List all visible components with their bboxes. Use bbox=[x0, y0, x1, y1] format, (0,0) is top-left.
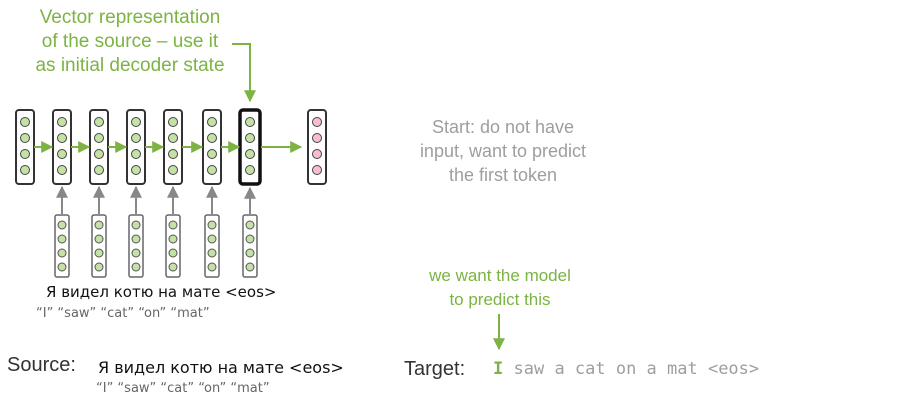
encoder-state-2 bbox=[52, 109, 72, 185]
annotation-line-3: as initial decoder state bbox=[35, 55, 225, 76]
source-gloss: “I” “saw” “cat” “on” “mat” bbox=[96, 381, 270, 396]
diagram-sentence: Я видел котю на мате <eos> bbox=[46, 283, 277, 301]
target-label: Target: bbox=[404, 358, 466, 380]
encoder-state-1 bbox=[15, 109, 35, 185]
start-note-line-3: the first token bbox=[448, 165, 558, 185]
target-sentence: I saw a cat on a mat <eos> bbox=[493, 359, 759, 379]
source-label: Source: bbox=[7, 354, 76, 376]
encoder-state-5 bbox=[163, 109, 183, 185]
target-rest: saw a cat on a mat <eos> bbox=[513, 359, 760, 379]
want-note-line-1: we want the model bbox=[429, 266, 571, 285]
want-note-line-2: to predict this bbox=[449, 290, 551, 309]
input-embedding-4 bbox=[165, 214, 181, 278]
input-embedding-2 bbox=[91, 214, 107, 278]
want-note: we want the model to predict this bbox=[405, 264, 595, 312]
encoder-final-state bbox=[238, 108, 262, 186]
input-embedding-5 bbox=[204, 214, 220, 278]
input-embedding-1 bbox=[54, 214, 70, 278]
start-note-line-2: input, want to predict bbox=[419, 141, 587, 161]
input-embedding-3 bbox=[128, 214, 144, 278]
input-arrows bbox=[56, 185, 256, 214]
start-note: Start: do not have input, want to predic… bbox=[398, 115, 608, 187]
start-note-line-1: Start: do not have bbox=[431, 117, 575, 137]
encoder-state-3 bbox=[89, 109, 109, 185]
decoder-state bbox=[307, 109, 327, 185]
encoder-state-4 bbox=[126, 109, 146, 185]
source-sentence: Я видел котю на мате <eos> bbox=[98, 358, 344, 377]
input-embedding-6 bbox=[242, 214, 258, 278]
annotation-text: Vector representation of the source – us… bbox=[14, 6, 246, 78]
target-first-token: I bbox=[493, 359, 504, 379]
encoder-state-6 bbox=[202, 109, 222, 185]
annotation-arrow bbox=[232, 43, 256, 103]
annotation-line-1: Vector representation bbox=[39, 7, 221, 28]
annotation-line-2: of the source – use it bbox=[41, 31, 219, 52]
diagram-gloss: “I” “saw” “cat” “on” “mat” bbox=[36, 306, 210, 321]
